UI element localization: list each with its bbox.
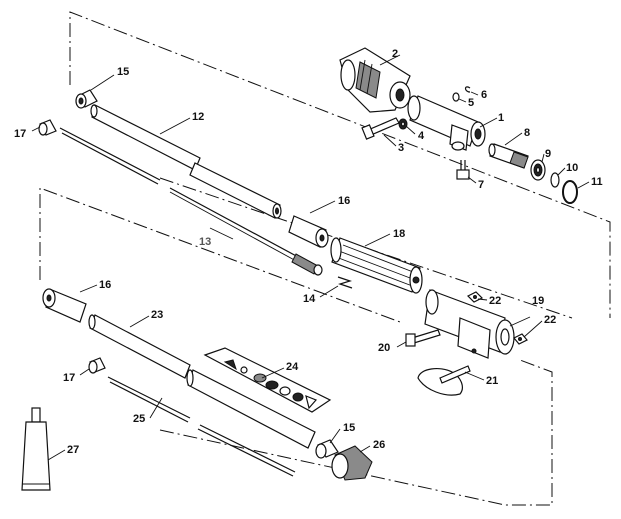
part-7-screw bbox=[456, 160, 470, 180]
part-27-grease-tube bbox=[21, 407, 51, 491]
label-12: 12 bbox=[192, 111, 204, 123]
drive-shaft-upper bbox=[59, 127, 161, 185]
part-5-ring bbox=[452, 92, 460, 102]
part-13-flex-shaft bbox=[169, 187, 323, 276]
label-16-upper: 16 bbox=[338, 195, 350, 207]
part-10-washer bbox=[550, 172, 560, 188]
label-1: 1 bbox=[498, 112, 504, 124]
part-6-circlip bbox=[464, 86, 471, 93]
part-3-screw bbox=[361, 117, 400, 140]
label-19: 19 bbox=[532, 295, 544, 307]
label-18: 18 bbox=[393, 228, 405, 240]
part-18-splined-sleeve bbox=[330, 237, 423, 294]
part-15-end-cap-lower bbox=[315, 439, 339, 459]
part-17-bushing-lower bbox=[88, 357, 106, 374]
label-8: 8 bbox=[524, 127, 530, 139]
label-16-lower: 16 bbox=[99, 279, 111, 291]
label-9: 9 bbox=[545, 148, 551, 160]
part-22-nut-right bbox=[513, 333, 528, 345]
label-7: 7 bbox=[478, 179, 484, 191]
part-16-coupling-lower bbox=[42, 288, 87, 323]
part-21-wing-knob bbox=[417, 365, 471, 396]
part-12-tube-left bbox=[90, 104, 201, 171]
label-15-lower: 15 bbox=[343, 422, 355, 434]
part-1-gearbox-body bbox=[407, 95, 486, 151]
part-15-end-cap-upper bbox=[75, 89, 98, 109]
part-23-tube-right bbox=[186, 369, 316, 449]
part-16-coupling-upper bbox=[288, 215, 329, 248]
label-10: 10 bbox=[566, 162, 578, 174]
label-20: 20 bbox=[378, 342, 390, 354]
label-6: 6 bbox=[481, 89, 487, 101]
label-4: 4 bbox=[418, 130, 425, 142]
label-22-right: 22 bbox=[544, 314, 556, 326]
part-17-bushing-upper bbox=[38, 119, 57, 136]
label-27: 27 bbox=[67, 444, 79, 456]
label-26: 26 bbox=[373, 439, 385, 451]
part-labels: 15 17 12 13 16 18 14 2 1 3 4 5 6 7 8 9 1… bbox=[14, 48, 603, 456]
label-24: 24 bbox=[286, 361, 299, 373]
part-12-tube-right bbox=[189, 162, 282, 219]
label-17-upper: 17 bbox=[14, 128, 26, 140]
part-19-clamp-housing bbox=[424, 289, 515, 359]
label-17-lower: 17 bbox=[63, 372, 75, 384]
part-9-bearing bbox=[530, 159, 546, 181]
label-14: 14 bbox=[303, 293, 316, 305]
label-22-top: 22 bbox=[489, 295, 501, 307]
part-23-tube-left bbox=[88, 314, 191, 379]
part-11-snap-ring bbox=[562, 180, 578, 204]
part-22-nut-top bbox=[466, 291, 484, 303]
part-14-clip bbox=[337, 276, 353, 289]
label-11: 11 bbox=[591, 176, 603, 188]
part-24-decal-sheet bbox=[203, 347, 332, 413]
upper-assembly-frame bbox=[69, 11, 611, 319]
label-15-upper: 15 bbox=[117, 66, 129, 78]
part-8-output-shaft bbox=[488, 143, 529, 169]
leader-lines bbox=[31, 54, 590, 461]
part-26-cap bbox=[331, 445, 373, 481]
label-25: 25 bbox=[133, 413, 145, 425]
label-21: 21 bbox=[486, 375, 498, 387]
part-20-bolt bbox=[405, 329, 441, 347]
part-2-gear-housing bbox=[339, 47, 411, 113]
part-25-drive-shaft-lower bbox=[107, 376, 296, 477]
label-5: 5 bbox=[468, 97, 474, 109]
label-23: 23 bbox=[151, 309, 163, 321]
lower-assembly-frame bbox=[39, 187, 553, 506]
label-3: 3 bbox=[398, 142, 404, 154]
label-13: 13 bbox=[199, 236, 211, 248]
part-4-washer bbox=[398, 118, 408, 130]
label-2: 2 bbox=[392, 48, 398, 60]
